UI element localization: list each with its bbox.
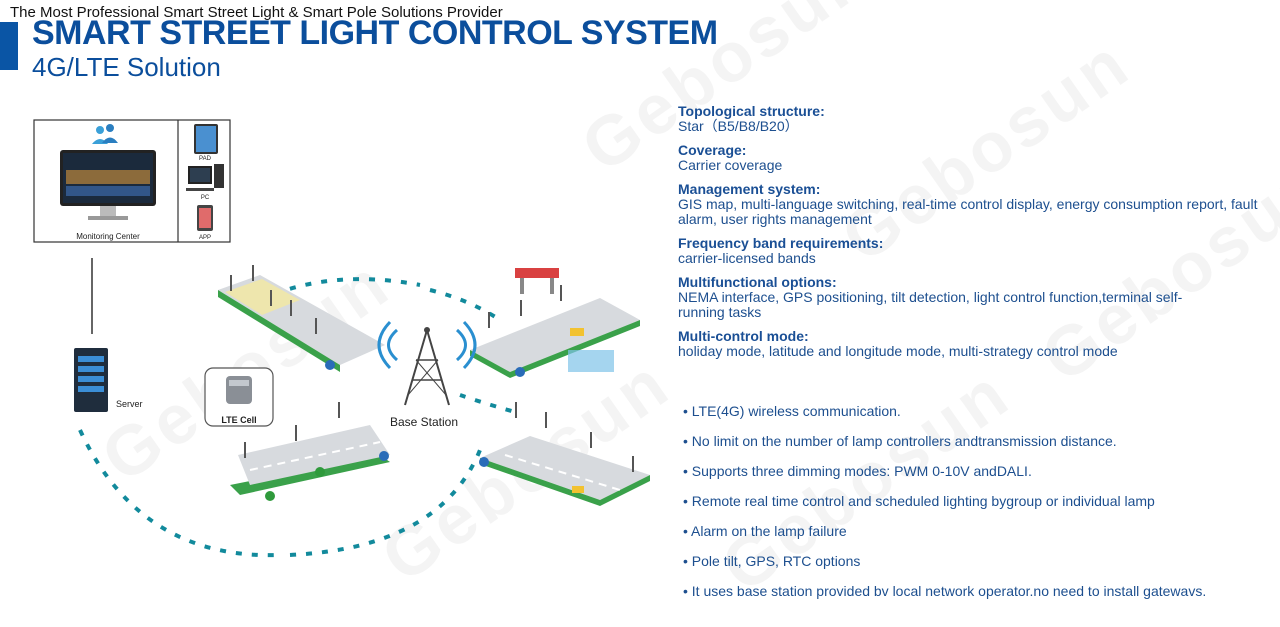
base-station-label: Base Station [390,415,458,429]
spec-value: carrier-licensed bands [678,250,816,266]
server-icon [74,348,108,412]
device-label-app: APP [199,235,211,241]
road-block-top-right [470,268,640,378]
system-diagram: Monitoring Center PAD PC APP Server [33,119,650,558]
road-block-top-left [218,275,385,372]
monitoring-center: Monitoring Center PAD PC APP [33,119,231,243]
spec-list: Topological structure: Star（B5/B8/B20） C… [678,104,1278,368]
lte-cell-label: LTE Cell [221,415,256,425]
feature-item: • No limit on the number of lamp control… [683,433,1117,449]
device-label-pad: PAD [199,156,212,162]
feature-item: • Pole tilt, GPS, RTC options [683,553,861,569]
spec-value: Star（B5/B8/B20） [678,118,799,134]
feature-bullets: • LTE(4G) wireless communication. • No l… [683,402,1206,612]
spec-value: GIS map, multi-language switching, real-… [678,196,1258,227]
phone-icon [197,205,213,231]
spec-frequency-band: Frequency band requirements: carrier-lic… [678,236,1278,266]
feature-item: • It uses base station provided bv local… [683,583,1207,599]
road-block-bottom-right [479,436,650,506]
lte-cell-icon [204,367,274,427]
spec-coverage: Coverage: Carrier coverage [678,143,1278,173]
feature-item: • LTE(4G) wireless communication. [683,403,901,419]
spec-label: Management system: [678,181,821,197]
pc-icon [186,164,224,191]
spec-label: Frequency band requirements: [678,235,884,251]
spec-topological-structure: Topological structure: Star（B5/B8/B20） [678,104,1278,134]
spec-label: Topological structure: [678,103,825,119]
spec-label: Multi-control mode: [678,328,809,344]
server-label: Server [116,399,143,409]
street-lamps [230,265,634,472]
spec-value: holiday mode, latitude and longitude mod… [678,343,1118,359]
company-tagline: The Most Professional Smart Street Light… [10,4,503,21]
road-block-bottom-left [230,425,390,501]
tablet-icon [194,124,218,154]
spec-value: NEMA interface, GPS positioning, tilt de… [678,289,1183,320]
spec-management-system: Management system: GIS map, multi-langua… [678,182,1278,227]
accent-bar [0,22,18,70]
feature-item: • Remote real time control and scheduled… [683,493,1155,509]
users-icon [92,124,118,144]
page-subtitle: 4G/LTE Solution [32,52,221,82]
page-title: SMART STREET LIGHT CONTROL SYSTEM [32,14,718,52]
spec-multifunctional-options: Multifunctional options: NEMA interface,… [678,275,1218,320]
feature-item: • Supports three dimming modes: PWM 0-10… [683,463,1032,479]
monitor-icon [60,150,156,220]
base-station-tower [377,320,477,406]
feature-item: • Alarm on the lamp failure [683,523,847,539]
monitoring-center-label: Monitoring Center [76,232,140,241]
spec-label: Multifunctional options: [678,274,837,290]
spec-label: Coverage: [678,142,747,158]
spec-value: Carrier coverage [678,157,783,173]
spec-multi-control-mode: Multi-control mode: holiday mode, latitu… [678,329,1278,359]
device-label-pc: PC [201,195,210,201]
